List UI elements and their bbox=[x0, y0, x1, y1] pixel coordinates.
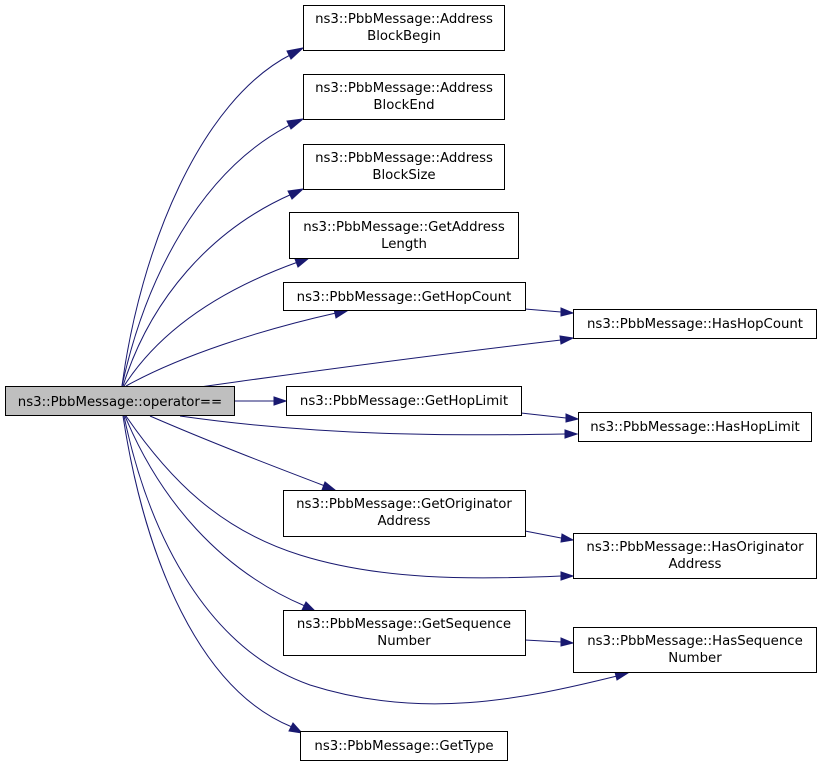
node-address-block-begin-line2: BlockBegin bbox=[367, 29, 441, 44]
node-get-address-length-line1: ns3::PbbMessage::GetAddress bbox=[303, 220, 505, 235]
edge-root-address-block-end bbox=[121, 123, 293, 387]
node-get-address-length-line2: Length bbox=[381, 237, 427, 252]
node-get-address-length[interactable]: ns3::PbbMessage::GetAddress Length bbox=[289, 212, 519, 259]
node-has-hop-limit[interactable]: ns3::PbbMessage::HasHopLimit bbox=[578, 412, 812, 442]
edge-root-get-originator-address bbox=[149, 415, 326, 487]
node-get-type[interactable]: ns3::PbbMessage::GetType bbox=[300, 731, 508, 761]
arrow-get-originator-address bbox=[321, 481, 337, 491]
arrow-get-hop-limit-has-hop-limit bbox=[565, 413, 580, 423]
node-address-block-end[interactable]: ns3::PbbMessage::Address BlockEnd bbox=[303, 74, 505, 120]
node-address-block-size-line2: BlockSize bbox=[372, 168, 435, 183]
edge-root-has-hop-count bbox=[199, 339, 562, 388]
node-has-sequence-number-line1: ns3::PbbMessage::HasSequence bbox=[587, 634, 803, 649]
node-get-hop-limit-label: ns3::PbbMessage::GetHopLimit bbox=[300, 394, 508, 409]
node-address-block-end-line1: ns3::PbbMessage::Address bbox=[315, 81, 493, 96]
edge-root-address-block-size bbox=[122, 193, 293, 387]
edge-root-get-sequence-number bbox=[124, 415, 306, 607]
arrow-has-sequence-number bbox=[614, 671, 630, 681]
arrow-get-hop-count-has-hop-count bbox=[560, 307, 575, 317]
node-get-sequence-number[interactable]: ns3::PbbMessage::GetSequence Number bbox=[283, 610, 526, 656]
node-get-type-label: ns3::PbbMessage::GetType bbox=[314, 739, 493, 754]
edges bbox=[121, 47, 630, 734]
arrow-get-address-length bbox=[294, 257, 311, 268]
arrow-address-block-begin bbox=[286, 47, 305, 60]
node-get-sequence-number-line1: ns3::PbbMessage::GetSequence bbox=[297, 617, 511, 632]
node-has-hop-count-label: ns3::PbbMessage::HasHopCount bbox=[587, 317, 803, 332]
edge-root-address-block-begin bbox=[121, 53, 293, 387]
arrow-has-hop-count bbox=[559, 335, 575, 345]
arrow-get-type bbox=[288, 722, 304, 734]
node-address-block-size[interactable]: ns3::PbbMessage::Address BlockSize bbox=[303, 144, 505, 190]
node-get-originator-address[interactable]: ns3::PbbMessage::GetOriginator Address bbox=[283, 490, 526, 537]
node-address-block-begin-line1: ns3::PbbMessage::Address bbox=[315, 12, 493, 27]
arrow-has-originator-address bbox=[560, 571, 575, 581]
node-has-originator-address-line2: Address bbox=[669, 557, 722, 572]
edge-root-has-sequence-number bbox=[123, 415, 618, 705]
edge-get-originator-has-originator bbox=[524, 530, 562, 539]
node-address-block-size-line1: ns3::PbbMessage::Address bbox=[315, 151, 493, 166]
edge-root-get-hop-count bbox=[125, 312, 337, 387]
node-address-block-begin[interactable]: ns3::PbbMessage::Address BlockBegin bbox=[303, 5, 505, 51]
arrow-get-originator-has-originator bbox=[560, 533, 575, 543]
node-get-originator-address-line2: Address bbox=[378, 514, 431, 529]
edge-root-get-address-length bbox=[123, 261, 299, 387]
node-address-block-end-line2: BlockEnd bbox=[373, 98, 434, 113]
node-operator-equals[interactable]: ns3::PbbMessage::operator== bbox=[5, 386, 235, 416]
node-get-hop-limit[interactable]: ns3::PbbMessage::GetHopLimit bbox=[286, 386, 522, 416]
arrow-address-block-end bbox=[286, 118, 305, 130]
arrow-address-block-size bbox=[287, 188, 305, 200]
node-has-sequence-number-line2: Number bbox=[668, 651, 722, 666]
arrow-get-sequence-has-sequence bbox=[560, 637, 575, 647]
nodes: ns3::PbbMessage::operator== ns3::PbbMess… bbox=[5, 5, 817, 761]
node-has-hop-limit-label: ns3::PbbMessage::HasHopLimit bbox=[590, 420, 800, 435]
edge-root-get-type bbox=[122, 415, 293, 728]
arrow-get-sequence-number bbox=[301, 601, 317, 612]
node-get-originator-address-line1: ns3::PbbMessage::GetOriginator bbox=[296, 497, 512, 512]
node-get-sequence-number-line2: Number bbox=[377, 634, 431, 649]
arrow-has-hop-limit bbox=[564, 429, 579, 439]
edge-root-has-originator-address bbox=[125, 415, 562, 579]
node-has-sequence-number[interactable]: ns3::PbbMessage::HasSequence Number bbox=[573, 627, 817, 673]
node-get-hop-count[interactable]: ns3::PbbMessage::GetHopCount bbox=[283, 282, 526, 311]
node-operator-equals-label: ns3::PbbMessage::operator== bbox=[18, 395, 222, 410]
arrow-get-hop-limit bbox=[273, 396, 288, 406]
edge-get-hop-count-has-hop-count bbox=[524, 308, 562, 313]
node-get-hop-count-label: ns3::PbbMessage::GetHopCount bbox=[297, 290, 512, 305]
edge-get-sequence-has-sequence bbox=[524, 639, 562, 643]
edge-root-has-hop-limit bbox=[179, 415, 566, 436]
edge-get-hop-limit-has-hop-limit bbox=[520, 412, 567, 419]
node-has-hop-count[interactable]: ns3::PbbMessage::HasHopCount bbox=[573, 309, 817, 339]
node-has-originator-address[interactable]: ns3::PbbMessage::HasOriginator Address bbox=[573, 533, 817, 579]
node-has-originator-address-line1: ns3::PbbMessage::HasOriginator bbox=[586, 540, 804, 555]
